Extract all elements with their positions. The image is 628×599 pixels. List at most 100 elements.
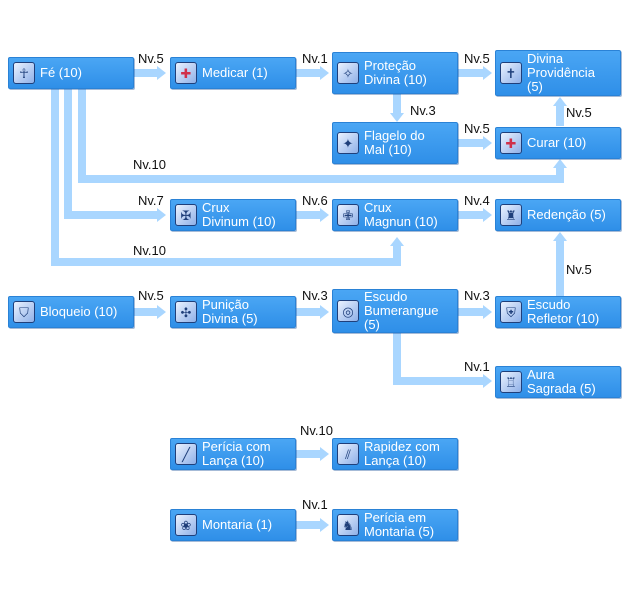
sacrifice-icon: ♜ (500, 204, 522, 226)
level-label: Nv.4 (464, 193, 490, 208)
connector (393, 332, 401, 384)
level-label: Nv.3 (410, 103, 436, 118)
spear-icon: ╱ (175, 443, 197, 465)
skill-label: Punição Divina (5) (202, 297, 258, 326)
connector (64, 88, 72, 219)
holy-aura-icon: ♖ (500, 371, 522, 393)
heart-heal-icon: ✚ (500, 132, 522, 154)
shield-charge-icon: ✣ (175, 301, 197, 323)
connector (458, 211, 484, 219)
skill-fe[interactable]: ☥ Fé (10) (8, 57, 134, 89)
skill-curar[interactable]: ✚ Curar (10) (495, 127, 621, 159)
level-label: Nv.1 (302, 51, 328, 66)
connector (51, 258, 401, 266)
skill-divina-providencia[interactable]: ✝ Divina Providência (5) (495, 50, 621, 96)
demon-bane-icon: ✦ (337, 132, 359, 154)
arrow (320, 305, 329, 319)
skill-escudo-refletor[interactable]: ⛨ Escudo Refletor (10) (495, 296, 621, 328)
skill-rapidez-com-lanca[interactable]: ⫽ Rapidez com Lança (10) (332, 438, 458, 470)
connector (296, 69, 321, 77)
skill-bloqueio[interactable]: ⛉ Bloqueio (10) (8, 296, 134, 328)
grand-cross-icon: ✙ (337, 204, 359, 226)
level-label: Nv.6 (302, 193, 328, 208)
skill-label: Proteção Divina (10) (364, 58, 427, 87)
arrow (553, 232, 567, 241)
arrow (553, 159, 567, 168)
spear-speed-icon: ⫽ (337, 443, 359, 465)
skill-escudo-bumerangue[interactable]: ◎ Escudo Bumerangue (5) (332, 289, 458, 333)
arrow (483, 208, 492, 222)
skill-label: Rapidez com Lança (10) (364, 439, 440, 468)
skill-pericia-em-montaria[interactable]: ♞ Perícia em Montaria (5) (332, 509, 458, 541)
skill-montaria[interactable]: ❀ Montaria (1) (170, 509, 296, 541)
connector (296, 211, 321, 219)
skill-flagelo-do-mal[interactable]: ✦ Flagelo do Mal (10) (332, 122, 458, 164)
connector (458, 69, 484, 77)
skill-label: Aura Sagrada (5) (527, 367, 596, 396)
shield-boomerang-icon: ◎ (337, 300, 359, 322)
level-label: Nv.1 (302, 497, 328, 512)
arrow (320, 208, 329, 222)
skill-crux-magnun[interactable]: ✙ Crux Magnun (10) (332, 199, 458, 231)
skill-label: Bloqueio (10) (40, 304, 118, 319)
arrow (483, 66, 492, 80)
skill-label: Escudo Refletor (10) (527, 297, 600, 326)
arrow (483, 374, 492, 388)
arrow (483, 305, 492, 319)
connector (296, 521, 321, 529)
holy-cross-icon: ✠ (175, 204, 197, 226)
skill-label: Fé (10) (40, 65, 82, 80)
skill-label: Montaria (1) (202, 517, 273, 532)
cross-icon: ✝ (500, 62, 522, 84)
connector (393, 245, 401, 266)
skill-label: Escudo Bumerangue (5) (364, 289, 439, 332)
level-label: Nv.1 (464, 359, 490, 374)
skill-label: Crux Divinum (10) (202, 200, 276, 229)
arrow (157, 66, 166, 80)
connector (134, 308, 158, 316)
peco-icon: ❀ (175, 514, 197, 536)
skill-label: Divina Providência (5) (527, 51, 595, 94)
skill-label: Curar (10) (527, 135, 587, 150)
skill-crux-divinum[interactable]: ✠ Crux Divinum (10) (170, 199, 296, 231)
connector (78, 88, 86, 182)
skill-aura-sagrada[interactable]: ♖ Aura Sagrada (5) (495, 366, 621, 398)
level-label: Nv.5 (566, 105, 592, 120)
connector (458, 308, 484, 316)
skill-punicao-divina[interactable]: ✣ Punição Divina (5) (170, 296, 296, 328)
connector (556, 105, 564, 126)
skill-pericia-com-lanca[interactable]: ╱ Perícia com Lança (10) (170, 438, 296, 470)
level-label: Nv.10 (300, 423, 333, 438)
connector (296, 308, 321, 316)
level-label: Nv.5 (464, 51, 490, 66)
level-label: Nv.3 (464, 288, 490, 303)
arrow (320, 66, 329, 80)
connector (458, 139, 484, 147)
connector (296, 450, 321, 458)
connector (51, 88, 59, 266)
skill-medicar[interactable]: ✚ Medicar (1) (170, 57, 296, 89)
level-label: Nv.5 (464, 121, 490, 136)
skill-label: Flagelo do Mal (10) (364, 128, 425, 157)
skill-redencao[interactable]: ♜ Redenção (5) (495, 199, 621, 231)
heart-heal-icon: ✚ (175, 62, 197, 84)
level-label: Nv.10 (133, 157, 166, 172)
skill-protecao-divina[interactable]: ✧ Proteção Divina (10) (332, 52, 458, 94)
skill-label: Crux Magnun (10) (364, 200, 438, 229)
connector (64, 211, 158, 219)
arrow (320, 447, 329, 461)
level-label: Nv.5 (138, 288, 164, 303)
skill-label: Perícia em Montaria (5) (364, 510, 435, 539)
arrow (553, 97, 567, 106)
guard-icon: ⛉ (13, 301, 35, 323)
connector (393, 377, 484, 385)
arrow (157, 305, 166, 319)
level-label: Nv.3 (302, 288, 328, 303)
arrow (157, 208, 166, 222)
arrow (483, 136, 492, 150)
level-label: Nv.10 (133, 243, 166, 258)
connector (556, 167, 564, 183)
faith-icon: ☥ (13, 62, 35, 84)
arrow (320, 518, 329, 532)
